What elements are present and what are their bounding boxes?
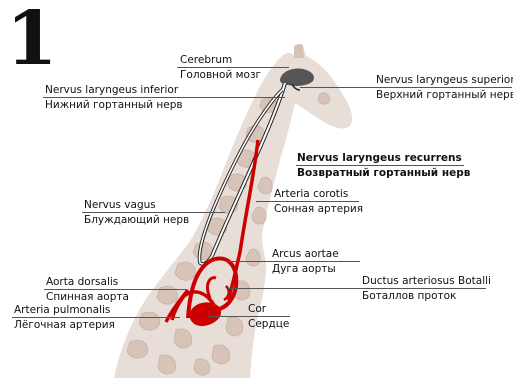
laryngeus-recurrens-leader (296, 165, 464, 166)
laryngeus-recurrens-russian-label: Возвратный гортанный нерв (297, 167, 470, 180)
cor-russian-label: Сердце (248, 318, 289, 331)
laryngeus-inferior-russian-label: Нижний гортанный нерв (45, 99, 183, 112)
arcus-aortae-russian-label: Дуга аорты (272, 263, 336, 276)
figure-number: 1 (6, 2, 58, 76)
laryngeus-superior-latin-label: Nervus laryngeus superior (376, 74, 513, 87)
nervus-vagus-latin-label: Nervus vagus (84, 199, 156, 212)
cerebrum-latin-label: Cerebrum (180, 54, 232, 67)
laryngeus-inferior-latin-label: Nervus laryngeus inferior (45, 84, 178, 97)
arcus-aortae-latin-label: Arcus aortae (272, 248, 339, 261)
ductus-arteriosus-latin-label: Ductus arteriosus Botalli (362, 275, 491, 288)
arteria-pulmonalis-latin-label: Arteria pulmonalis (14, 304, 110, 317)
laryngeus-recurrens-latin-label: Nervus laryngeus recurrens (297, 152, 462, 165)
arteria-pulmonalis-leader (12, 317, 180, 318)
arteria-corotis-latin-label: Arteria corotis (274, 188, 348, 201)
nervus-vagus-russian-label: Блуждающий нерв (84, 214, 189, 227)
nervus-vagus-leader (82, 212, 225, 213)
aorta-dorsalis-latin-label: Aorta dorsalis (46, 276, 118, 289)
aorta-dorsalis-russian-label: Спинная аорта (46, 291, 129, 304)
ductus-arteriosus-russian-label: Боталлов проток (362, 290, 456, 303)
arteria-corotis-leader (256, 201, 359, 202)
arcus-aortae-leader (226, 261, 360, 262)
laryngeus-superior-russian-label: Верхний гортанный нерв (376, 89, 513, 102)
cerebrum-russian-label: Головной мозг (180, 69, 261, 82)
laryngeus-inferior-leader (43, 97, 285, 98)
laryngeus-superior-leader (300, 87, 512, 88)
ductus-arteriosus-leader (228, 288, 486, 289)
arteria-corotis-russian-label: Сонная артерия (274, 203, 363, 216)
aorta-dorsalis-leader (44, 289, 186, 290)
cor-leader (208, 316, 290, 317)
arteria-pulmonalis-russian-label: Лёгочная артерия (14, 319, 115, 332)
cerebrum-leader (177, 67, 289, 68)
ossicone (294, 44, 304, 58)
cor-latin-label: Cor (248, 303, 266, 316)
